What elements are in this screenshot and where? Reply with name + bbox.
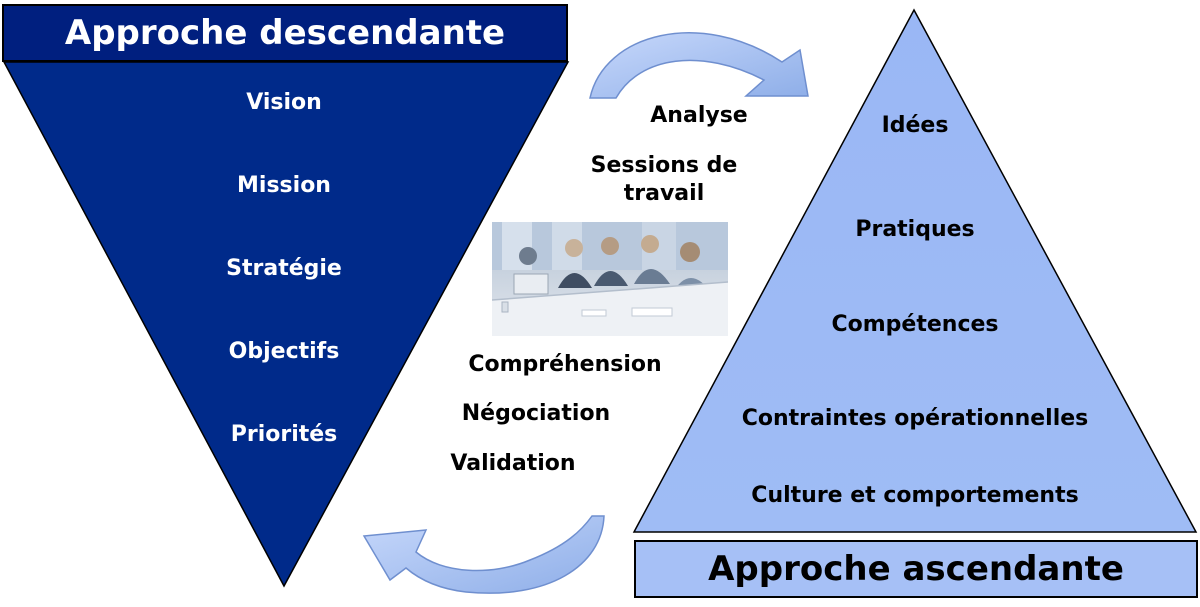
bottom-up-item-contraintes: Contraintes opérationnelles xyxy=(741,406,1089,431)
bottom-up-pyramid xyxy=(632,8,1198,533)
bottom-up-item-culture: Culture et comportements xyxy=(751,483,1079,508)
center-label-validation: Validation xyxy=(450,451,576,476)
top-down-title: Approche descendante xyxy=(2,4,568,62)
meeting-photo xyxy=(492,222,728,336)
top-down-item-strategie: Stratégie xyxy=(226,256,342,281)
top-down-item-priorites: Priorités xyxy=(230,422,338,447)
top-down-item-vision: Vision xyxy=(246,90,322,115)
center-label-analyse: Analyse xyxy=(650,103,748,128)
curved-arrow-top-icon xyxy=(589,32,809,99)
top-down-item-mission: Mission xyxy=(237,173,331,198)
center-label-sessions-line1: Sessions de xyxy=(590,153,738,178)
center-label-negociation: Négociation xyxy=(461,401,611,426)
top-down-item-objectifs: Objectifs xyxy=(228,339,340,364)
center-label-sessions-line2: travail xyxy=(623,181,705,206)
bottom-up-item-idees: Idées xyxy=(881,113,949,138)
curved-arrow-bottom-icon xyxy=(362,515,605,594)
bottom-up-item-pratiques: Pratiques xyxy=(855,217,975,242)
bottom-up-item-competences: Compétences xyxy=(831,312,999,337)
meeting-photo-illustration xyxy=(492,222,728,336)
top-down-inverted-triangle xyxy=(2,61,570,588)
center-label-comprehension: Compréhension xyxy=(468,352,662,377)
bottom-up-title: Approche ascendante xyxy=(634,540,1198,598)
